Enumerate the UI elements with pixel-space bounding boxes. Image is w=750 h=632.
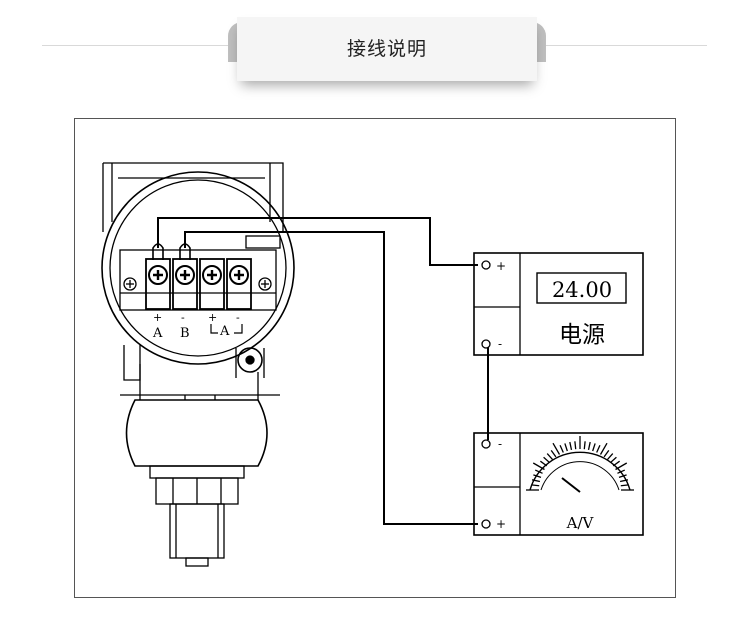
section-tab: 接线说明 (237, 17, 537, 81)
gauge-tick (539, 460, 548, 467)
terminal-label-a: A (152, 326, 163, 341)
gauge-tick (532, 462, 545, 471)
gauge-tick (610, 456, 617, 464)
gauge-tick (618, 474, 627, 478)
gauge-icon (526, 436, 634, 493)
gauge-tick (574, 441, 577, 450)
wiring-diagram-frame (74, 118, 676, 598)
gauge-tick (543, 456, 550, 464)
gauge-tick (550, 449, 557, 458)
gauge-tick (564, 443, 568, 452)
header-divider-right (535, 45, 707, 46)
gauge-tick (531, 479, 541, 483)
gauge-tick (583, 441, 586, 450)
meter-terminal-plus: + (496, 517, 506, 531)
wire-b (184, 231, 478, 525)
gauge-tick (546, 453, 554, 460)
terminal-sign-2: - (181, 311, 185, 324)
gauge-tick (569, 441, 573, 451)
transmitter (101, 162, 295, 567)
meter (473, 432, 644, 536)
meter-terminal-minus: - (498, 437, 502, 451)
gauge-tick (612, 460, 621, 467)
meter-label: A/V (566, 514, 595, 532)
terminal-sign-4: - (236, 311, 240, 324)
header-divider-left (42, 45, 242, 46)
terminal-label-a2: A (219, 324, 230, 339)
gauge-tick (599, 442, 608, 455)
power-supply-label: 电源 (559, 322, 605, 348)
terminal-sign-3: + (208, 311, 217, 324)
ground-screw-left-icon (123, 277, 137, 291)
power-terminal-minus: - (498, 337, 502, 351)
gauge-tick (533, 474, 542, 478)
gauge-tick (559, 444, 564, 453)
power-terminal-plus: + (496, 259, 506, 273)
gauge-tick (619, 479, 629, 483)
ground-screw-right-icon (258, 277, 272, 291)
gauge-tick (620, 484, 629, 487)
gauge-tick (592, 443, 596, 452)
gauge-tick (596, 444, 601, 453)
power-display (536, 272, 627, 304)
terminal-sign-1: + (153, 311, 162, 324)
wire-a (157, 217, 478, 266)
gauge-tick (603, 449, 610, 458)
gauge-tick (587, 441, 591, 451)
terminal-blocks (145, 258, 252, 310)
power-supply (473, 252, 644, 356)
gauge-tick (531, 484, 540, 487)
gauge-tick (615, 462, 628, 471)
section-title: 接线说明 (346, 37, 427, 60)
power-display-value: 24.00 (552, 278, 612, 302)
terminal-label-b: B (180, 326, 190, 341)
gauge-tick (534, 469, 543, 474)
gauge-tick (606, 453, 614, 460)
gauge-tick (617, 469, 626, 474)
gauge-tick (552, 442, 561, 455)
